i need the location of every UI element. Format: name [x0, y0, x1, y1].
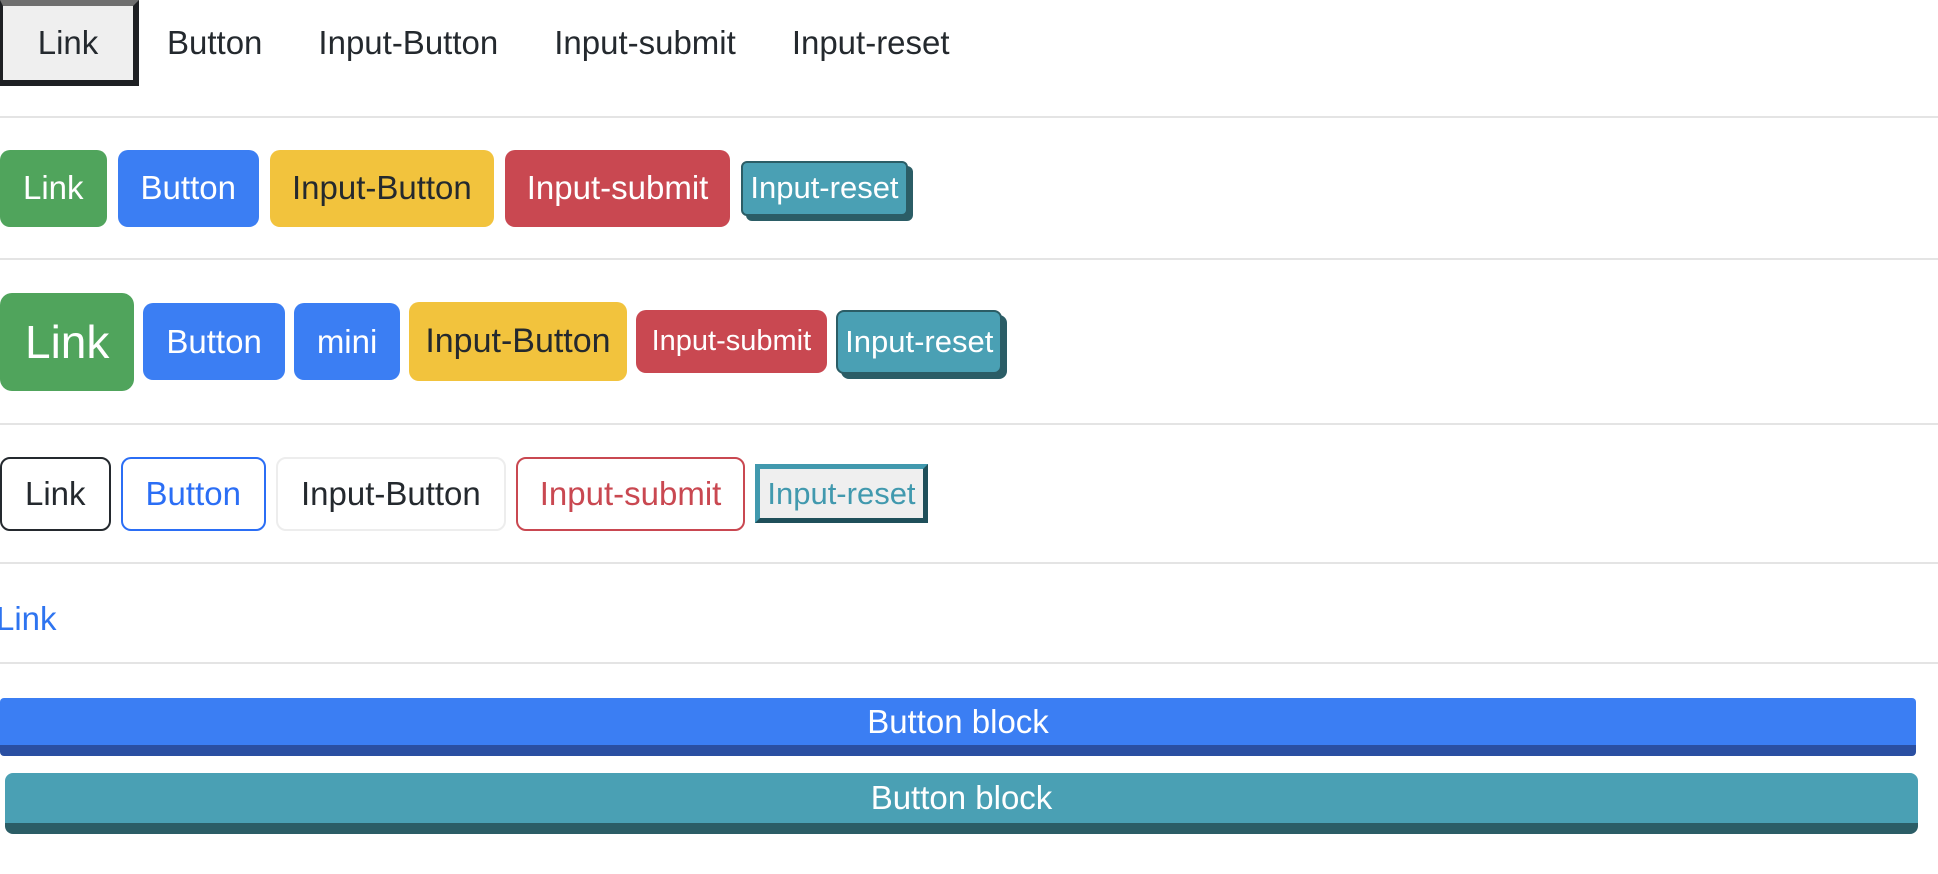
- size-input-reset[interactable]: Input-reset: [836, 309, 1003, 374]
- block-buttons-row: Button block Button block: [0, 664, 1938, 874]
- block-button[interactable]: Button block: [0, 698, 1916, 756]
- size-input-button[interactable]: Input-Button: [409, 302, 627, 381]
- plain-input-submit[interactable]: Input-submit: [554, 24, 736, 61]
- solid-link-button[interactable]: Link: [0, 149, 107, 227]
- solid-button[interactable]: Button: [117, 149, 259, 227]
- size-buttons-row: Link Button mini Input-Button Input-subm…: [0, 260, 1938, 425]
- outline-buttons-row: Link Button Input-Button Input-submit In…: [0, 425, 1938, 564]
- plain-input-reset[interactable]: Input-reset: [791, 24, 950, 61]
- outline-input-reset[interactable]: Input-reset: [755, 464, 928, 523]
- large-link-button[interactable]: Link: [0, 292, 135, 391]
- text-link[interactable]: Link: [0, 600, 57, 637]
- plain-widgets-inner: Link Button Input-Button Input-submit In…: [0, 0, 1006, 86]
- size-button[interactable]: Button: [143, 303, 285, 380]
- outline-input-button[interactable]: Input-Button: [275, 456, 506, 531]
- plain-link-button[interactable]: Link: [0, 0, 139, 86]
- outline-button[interactable]: Button: [120, 456, 266, 531]
- size-input-submit[interactable]: Input-submit: [635, 310, 828, 373]
- outline-input-submit[interactable]: Input-submit: [515, 456, 746, 531]
- plain-input-button[interactable]: Input-Button: [318, 24, 499, 61]
- block-input-reset[interactable]: Button block: [5, 773, 1918, 834]
- solid-input-reset[interactable]: Input-reset: [741, 160, 908, 216]
- text-link-row: Link: [0, 564, 1938, 664]
- solid-buttons-row: Link Button Input-Button Input-submit In…: [0, 118, 1938, 260]
- outline-link-button[interactable]: Link: [0, 456, 111, 531]
- solid-input-submit[interactable]: Input-submit: [504, 149, 731, 227]
- solid-input-button[interactable]: Input-Button: [269, 149, 494, 227]
- plain-button[interactable]: Button: [167, 24, 263, 61]
- plain-widgets-row: Link Button Input-Button Input-submit In…: [0, 0, 1938, 118]
- mini-button[interactable]: mini: [293, 303, 401, 380]
